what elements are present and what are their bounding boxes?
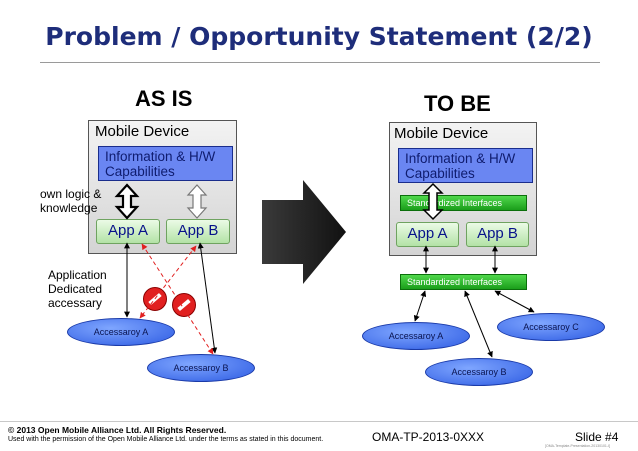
- title-rule: [40, 62, 600, 63]
- interface-to-accessory-a-link: [413, 290, 427, 322]
- permission-notice: Used with the permission of the Open Mob…: [8, 436, 324, 443]
- dedicated-accessary-note: Application Dedicated accessary: [48, 268, 107, 310]
- as-is-app-a: App A: [96, 219, 160, 244]
- to-be-info-box: Information & H/W Capabilities: [398, 148, 533, 183]
- to-be-heading: TO BE: [424, 91, 491, 116]
- slide-number: Slide #4: [575, 430, 619, 444]
- double-arrow-icon: [422, 182, 444, 221]
- as-is-info-box: Information & H/W Capabilities: [98, 146, 233, 181]
- as-is-device-label: Mobile Device: [95, 123, 190, 140]
- blocked-link: [139, 245, 197, 319]
- to-be-accessory-c: Accessaroy C: [497, 313, 605, 341]
- document-reference: OMA-TP-2013-0XXX: [372, 430, 485, 444]
- footer-rule: [0, 421, 638, 422]
- as-is-heading: AS IS: [135, 86, 193, 111]
- as-is-accessory-b: Accessaroy B: [147, 354, 255, 382]
- to-be-info-line2: Capabilities: [405, 166, 475, 181]
- copyright-notice: © 2013 Open Mobile Alliance Ltd. All Rig…: [8, 425, 227, 435]
- as-is-info-line2: Capabilities: [105, 164, 175, 179]
- std-interfaces-bottom: Standardized Interfaces: [400, 274, 527, 290]
- template-id: [OMA-Template-Presentation-20130101-I]: [545, 444, 610, 448]
- to-be-app-a: App A: [396, 222, 459, 247]
- slide-title: Problem / Opportunity Statement (2/2): [45, 22, 593, 51]
- own-logic-note: own logic & knowledge: [40, 187, 102, 215]
- to-be-accessory-a: Accessaroy A: [362, 322, 470, 350]
- as-is-info-line1: Information & H/W: [105, 149, 216, 164]
- interface-to-accessory-b-link: [464, 290, 493, 358]
- double-arrow-icon: [186, 184, 208, 219]
- as-is-app-b: App B: [166, 219, 230, 244]
- interface-to-accessory-c-link: [494, 290, 535, 313]
- double-arrow-icon: [114, 183, 140, 220]
- to-be-info-line1: Information & H/W: [405, 151, 516, 166]
- to-be-accessory-b: Accessaroy B: [425, 358, 533, 386]
- app-b-to-accessory-b-link: [197, 242, 218, 354]
- big-right-arrow-icon: [262, 180, 346, 284]
- to-be-device-label: Mobile Device: [394, 125, 489, 142]
